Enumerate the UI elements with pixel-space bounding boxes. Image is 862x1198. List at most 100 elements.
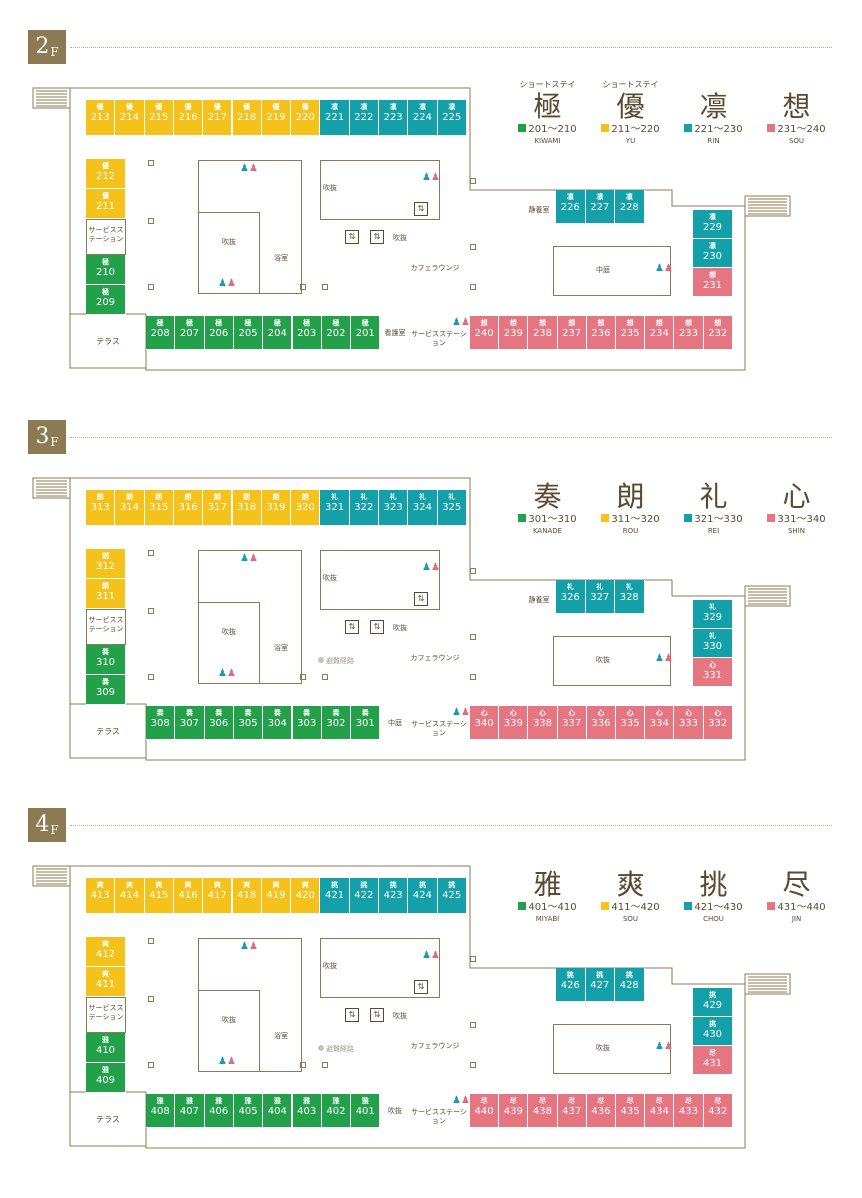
room-name: 挑: [331, 881, 339, 889]
female-icon: ♟: [248, 553, 258, 564]
room-number: 328: [619, 592, 639, 603]
legend-range-text: 311～320: [611, 514, 660, 525]
room-number: 235: [620, 328, 640, 339]
room-number: 305: [238, 718, 258, 729]
building-outline: [32, 865, 791, 1149]
central-inner: [198, 990, 260, 1072]
room-name: 雅: [185, 1097, 193, 1105]
room-name: 尽: [568, 1097, 576, 1105]
courtyard-box: [553, 636, 671, 686]
legend-roman: MIYABI: [535, 915, 560, 923]
room-name: 凛: [418, 103, 426, 111]
female-icon: ♟: [248, 941, 258, 952]
room-number: 228: [619, 202, 639, 213]
room-number: 318: [237, 502, 257, 513]
room-name: 奏: [361, 709, 369, 717]
room-name: 凛: [331, 103, 339, 111]
room-number: 323: [383, 502, 403, 513]
room-number: 236: [591, 328, 611, 339]
bath: 浴室: [274, 1032, 288, 1040]
room-name: 心: [709, 661, 716, 669]
room-name: 朗: [125, 493, 133, 501]
legend-kanji: 朗: [616, 480, 645, 513]
room-name: 挑: [360, 881, 368, 889]
column-marker: [148, 284, 154, 290]
column-marker: [148, 218, 154, 224]
room-number: 426: [560, 980, 580, 991]
male-icon: ♟: [218, 1056, 227, 1067]
room-number: 325: [442, 502, 462, 513]
room-number: 433: [678, 1106, 699, 1117]
bottom-room: 看護室: [384, 329, 406, 337]
floor-label: 4F: [28, 808, 66, 842]
room-number: 326: [560, 592, 580, 603]
route-label: 避難経路: [326, 1045, 354, 1053]
room-name: 礼: [331, 493, 339, 501]
legend-roman: YU: [625, 137, 636, 145]
room-number: 334: [649, 718, 669, 729]
column-marker: [470, 284, 476, 290]
room-name: 優: [243, 103, 251, 111]
room-number: 213: [90, 112, 110, 123]
service-station-left: サービスステーション: [86, 997, 126, 1033]
room-number: 431: [702, 1058, 723, 1069]
column-marker: [470, 244, 476, 250]
room-name: 想: [597, 319, 605, 327]
bottom-room: 吹抜: [388, 1107, 402, 1115]
room-name: 尽: [714, 1097, 722, 1105]
room-name: 奏: [303, 709, 311, 717]
legend-range: 211～220: [588, 124, 673, 136]
room-number: 310: [95, 657, 116, 668]
legend-kana: [588, 470, 673, 480]
room-number: 214: [119, 112, 139, 123]
column-marker: [470, 568, 476, 574]
route-marker: [318, 1045, 324, 1051]
room-number: 331: [702, 670, 723, 681]
elevator-icon: ⇅: [370, 620, 384, 634]
room-number: 409: [95, 1075, 116, 1086]
room-name: 想: [509, 319, 517, 327]
legend-kanji: 凛: [699, 90, 728, 123]
room-number: 405: [238, 1106, 258, 1117]
room-name: 雅: [215, 1097, 223, 1105]
legend-range-text: 411～420: [611, 902, 660, 913]
room-name: 雅: [361, 1097, 369, 1105]
room-name: 凛: [448, 103, 456, 111]
room-number: 221: [324, 112, 345, 123]
floor-label: 2F: [28, 30, 66, 64]
room-name: 心: [509, 709, 517, 717]
room-name: 雅: [332, 1097, 340, 1105]
legend-swatch: [684, 124, 693, 132]
legend-range: 421～430: [671, 902, 756, 914]
room-name: 心: [597, 709, 605, 717]
legend-kana: [754, 80, 839, 90]
room-number: 317: [207, 502, 227, 513]
